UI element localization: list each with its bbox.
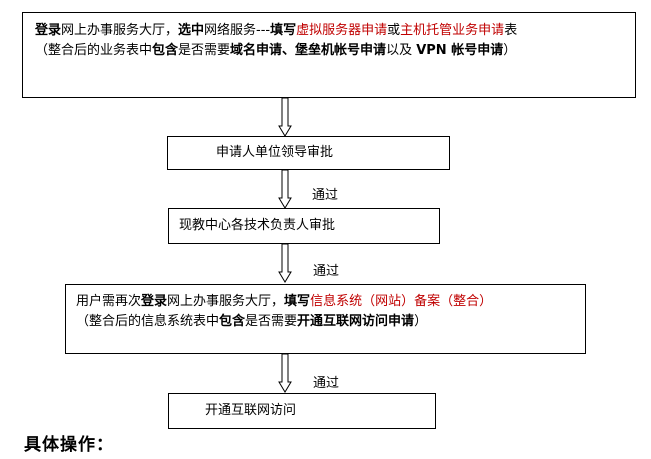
text-run: VPN 帐号申请 <box>416 43 504 58</box>
step-4-box: 用户需再次登录网上办事服务大厅，填写信息系统（网站）备案（整合） （整合后的信息… <box>65 284 586 354</box>
text-run: ） <box>414 314 428 329</box>
pass-label-1: 通过 <box>312 188 339 203</box>
text-run: 登录 <box>141 294 168 309</box>
text-run: 表 <box>504 23 518 38</box>
step-3-box: 现教中心各技术负责人审批 <box>168 208 440 244</box>
step-5-box: 开通互联网访问 <box>168 393 436 429</box>
text-run: 用户需再次 <box>76 294 142 309</box>
down-arrow-2 <box>278 170 292 209</box>
pass-label-3: 通过 <box>313 376 340 391</box>
text-run: 是否需要 <box>245 314 298 329</box>
text-run: 网络服务--- <box>204 23 271 38</box>
text-run: 或 <box>387 23 401 38</box>
step-5-text: 开通互联网访问 <box>205 403 297 418</box>
text-run: 包含 <box>219 314 246 329</box>
step-1-line-1: 登录网上办事服务大厅，选中网络服务---填写虚拟服务器申请或主机托管业务申请表 <box>35 21 635 41</box>
text-run: 以及 <box>386 43 417 58</box>
step-4-line-1: 用户需再次登录网上办事服务大厅，填写信息系统（网站）备案（整合） <box>76 292 585 312</box>
text-run: 主机托管业务申请 <box>400 23 505 38</box>
text-run: 网上办事服务大厅， <box>167 294 285 309</box>
text-run: 开通互联网访问申请 <box>297 314 415 329</box>
step-1-line-2: （整合后的业务表中包含是否需要域名申请、堡垒机帐号申请以及 VPN 帐号申请） <box>35 41 635 61</box>
step-2-box: 申请人单位领导审批 <box>167 136 450 170</box>
text-run: ） <box>503 43 517 58</box>
text-run: 域名申请、堡垒机帐号申请 <box>230 43 387 58</box>
down-arrow-4 <box>278 354 292 393</box>
step-3-text: 现教中心各技术负责人审批 <box>179 218 336 233</box>
step-1-box: 登录网上办事服务大厅，选中网络服务---填写虚拟服务器申请或主机托管业务申请表 … <box>22 12 636 98</box>
text-run: 网上办事服务大厅， <box>61 23 179 38</box>
section-heading: 具体操作： <box>24 435 114 455</box>
text-run: 填写 <box>284 294 311 309</box>
down-arrow-3 <box>278 244 292 283</box>
down-arrow-1 <box>278 98 292 137</box>
pass-label-2: 通过 <box>313 264 340 279</box>
step-4-line-2: （整合后的信息系统表中包含是否需要开通互联网访问申请） <box>76 312 585 332</box>
text-run: 选中 <box>178 23 205 38</box>
text-run: 登录 <box>35 23 62 38</box>
text-run: 是否需要 <box>178 43 231 58</box>
text-run: （整合后的业务表中 <box>35 43 153 58</box>
step-2-text: 申请人单位领导审批 <box>216 145 334 160</box>
text-run: 填写 <box>270 23 297 38</box>
text-run: 包含 <box>152 43 179 58</box>
text-run: 虚拟服务器申请 <box>296 23 388 38</box>
text-run: 信息系统（网站）备案（整合） <box>310 294 493 309</box>
text-run: （整合后的信息系统表中 <box>76 314 220 329</box>
